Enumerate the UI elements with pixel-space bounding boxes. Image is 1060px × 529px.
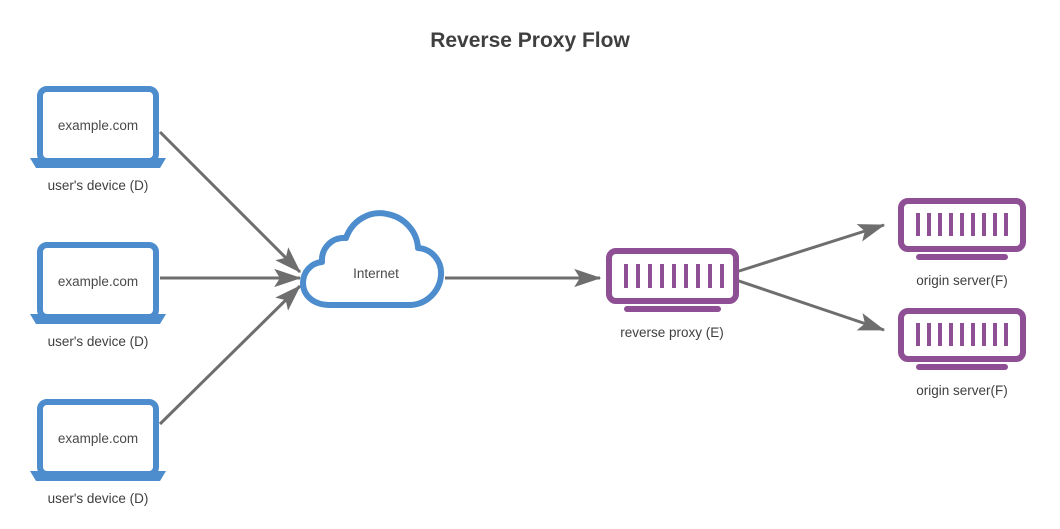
laptop-base-icon (30, 471, 166, 481)
client-node-3[interactable]: example.com user's device (D) (30, 399, 166, 506)
laptop-base-icon (30, 314, 166, 324)
client-node-1[interactable]: example.com user's device (D) (30, 86, 166, 193)
arrow-client3-to-cloud (158, 284, 302, 426)
reverse-proxy-label: reverse proxy (E) (620, 325, 724, 340)
connector-layer (158, 130, 886, 426)
reverse-proxy-node[interactable]: reverse proxy (E) (606, 248, 739, 340)
client-label-3: user's device (D) (48, 491, 149, 506)
client-screen-text-1: example.com (58, 118, 138, 133)
cloud-label: Internet (353, 266, 399, 281)
origin-server-node-1[interactable]: origin server(F) (898, 198, 1026, 288)
server-base-icon (624, 306, 721, 312)
arrow-proxy-to-origin2 (735, 278, 886, 332)
client-screen-text-3: example.com (58, 431, 138, 446)
server-slot-bars (916, 323, 1008, 346)
arrow-proxy-to-origin1 (735, 223, 886, 274)
origin-server-label-2: origin server(F) (916, 383, 1008, 398)
cloud-icon (300, 210, 445, 308)
server-slot-bars (916, 213, 1008, 236)
origin-server-node-2[interactable]: origin server(F) (898, 308, 1026, 398)
origin-server-label-1: origin server(F) (916, 273, 1008, 288)
client-label-2: user's device (D) (48, 334, 149, 349)
server-base-icon (916, 254, 1008, 260)
client-label-1: user's device (D) (48, 178, 149, 193)
server-base-icon (916, 364, 1008, 370)
arrow-client1-to-cloud (158, 130, 302, 274)
internet-cloud-node[interactable]: Internet (300, 210, 445, 308)
laptop-base-icon (30, 158, 166, 168)
page-title: Reverse Proxy Flow (430, 29, 630, 52)
client-screen-text-2: example.com (58, 274, 138, 289)
server-slot-bars (624, 264, 724, 288)
client-node-2[interactable]: example.com user's device (D) (30, 242, 166, 349)
